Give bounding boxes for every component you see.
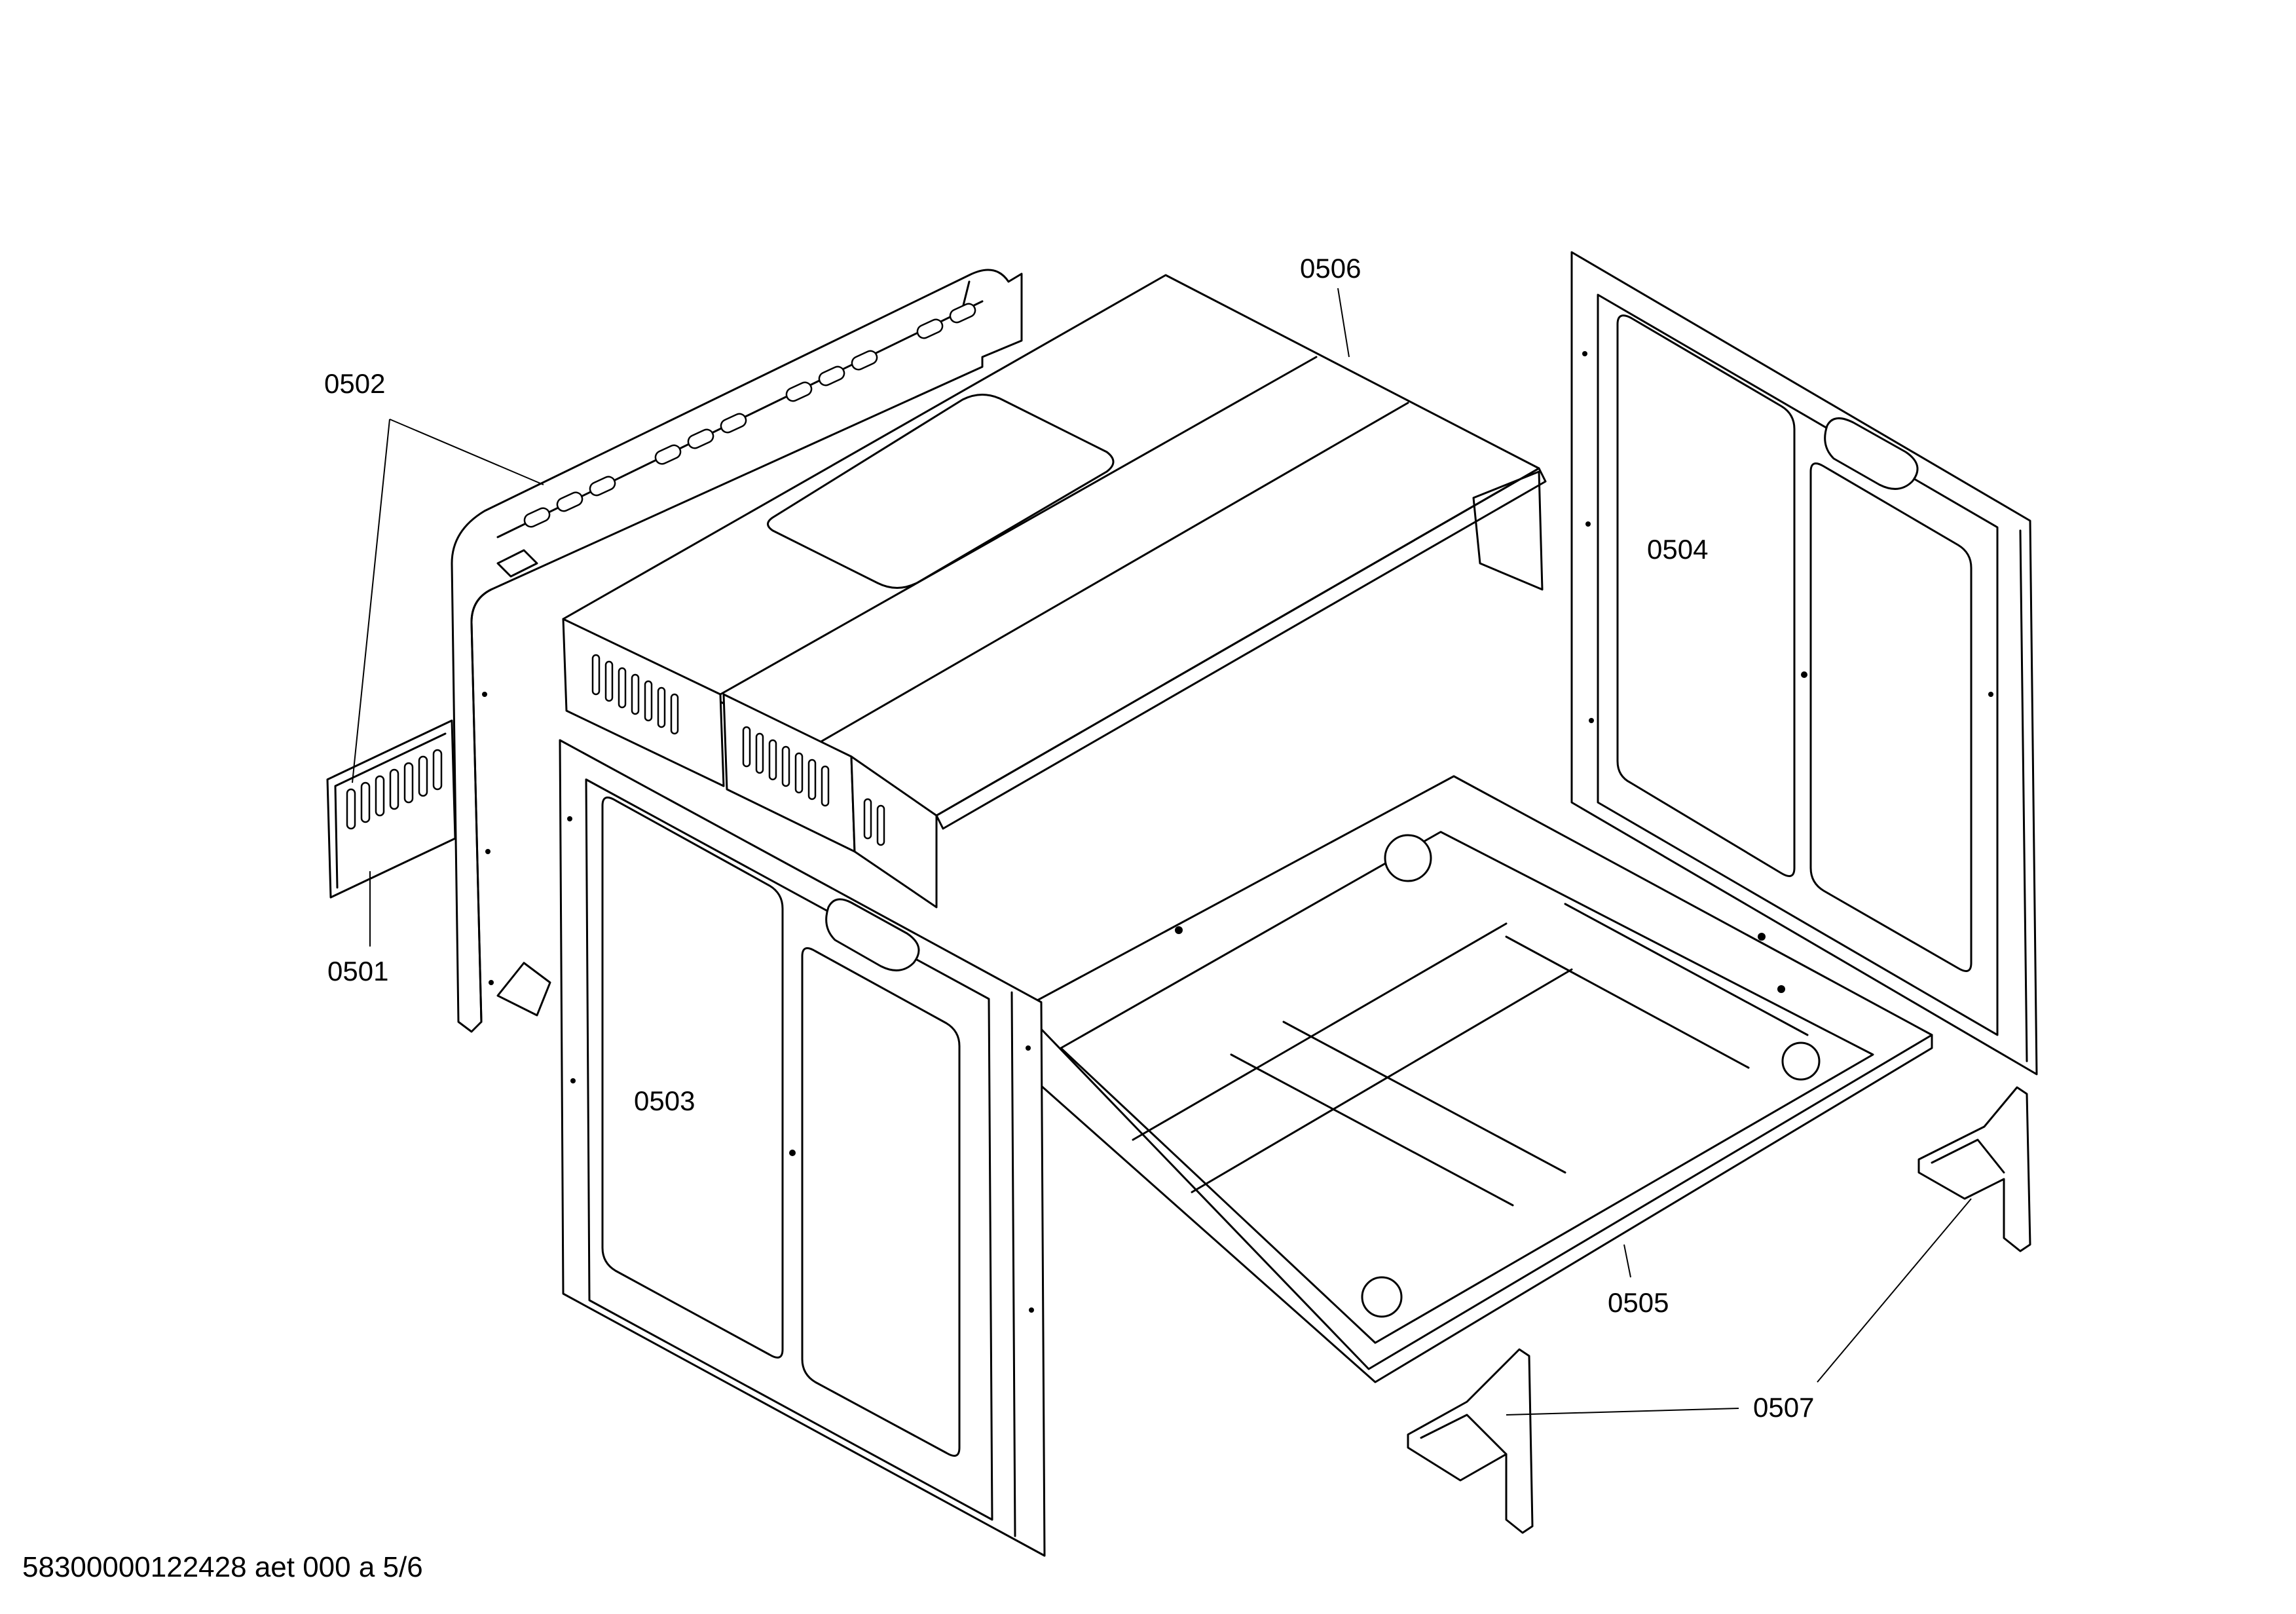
label-0504: 0504: [1647, 534, 1708, 565]
part-0502-frame: [451, 269, 1023, 1033]
label-0506: 0506: [1300, 253, 1361, 284]
part-0505-base-tray: [1020, 775, 1933, 1383]
part-labels: 0502 0501 0506 0504 0503 0505 0507: [324, 253, 1814, 1423]
label-0503: 0503: [634, 1085, 695, 1116]
part-0507-bracket-right: [1917, 1086, 2031, 1252]
drawing-reference-footer: 58300000122428 aet 000 a 5/6: [22, 1551, 423, 1583]
part-0506-top-cover: [562, 274, 1547, 909]
part-0507-bracket-left: [1407, 1348, 1534, 1534]
label-0505: 0505: [1608, 1287, 1669, 1318]
part-0504-right-panel: [1570, 251, 2038, 1076]
part-0503-left-panel: [559, 739, 1046, 1557]
label-0502: 0502: [324, 368, 385, 399]
label-0507: 0507: [1753, 1392, 1814, 1423]
leader-lines: [352, 288, 1972, 1416]
part-0501-vent-cover: [326, 719, 456, 899]
label-0501: 0501: [327, 956, 388, 986]
